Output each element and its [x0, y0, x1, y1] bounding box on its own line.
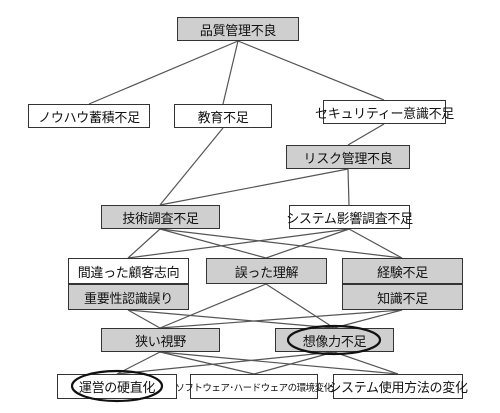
connector-line [127, 309, 335, 329]
node-knowledge: 知識不足 [342, 284, 463, 310]
connector-line [348, 228, 403, 259]
node-environment-change: ソフトウェア･ハードウェアの環境変化 [175, 374, 333, 399]
node-security: セキュリティー意識不足 [315, 100, 454, 124]
node-education: 教育不足 [174, 104, 272, 128]
connector-line [237, 40, 385, 101]
connector-line [127, 228, 350, 259]
connector-line [222, 40, 239, 105]
node-risk-management: リスク管理不良 [286, 145, 410, 169]
connector-line [159, 168, 349, 206]
connector-line [347, 123, 385, 146]
connector-line [159, 283, 267, 329]
connector-line [347, 168, 350, 206]
node-system-impact: システム影響調査不足 [286, 205, 413, 229]
connector-line [159, 228, 267, 259]
connector-line [333, 351, 399, 375]
connector-line [253, 351, 335, 375]
connector-line [127, 309, 161, 329]
connector-line [159, 309, 403, 329]
node-imagination: 想像力不足 [275, 328, 394, 352]
connector-line [88, 40, 239, 105]
node-misunderstanding: 誤った理解 [206, 258, 327, 284]
connector-line [265, 283, 335, 329]
node-quality-management: 品質管理不良 [177, 17, 299, 41]
connector-line [159, 228, 403, 259]
connector-line [116, 351, 335, 375]
connector-line [127, 228, 161, 259]
connector-line [159, 351, 255, 375]
node-customer-orientation: 間違った顧客志向 [68, 258, 189, 284]
node-tech-survey: 技術調査不足 [101, 205, 220, 229]
connector-line [159, 127, 224, 206]
node-importance: 重要性認識誤り [68, 284, 189, 310]
connector-line [159, 351, 399, 375]
connector-line [265, 228, 350, 259]
node-rigid-operations: 運営の硬直化 [57, 374, 177, 399]
node-knowhow: ノウハウ蓄積不足 [28, 104, 150, 128]
node-experience: 経験不足 [342, 258, 463, 284]
node-usage-change: システム使用方法の変化 [328, 374, 468, 399]
node-narrow-view: 狭い視野 [101, 328, 220, 352]
